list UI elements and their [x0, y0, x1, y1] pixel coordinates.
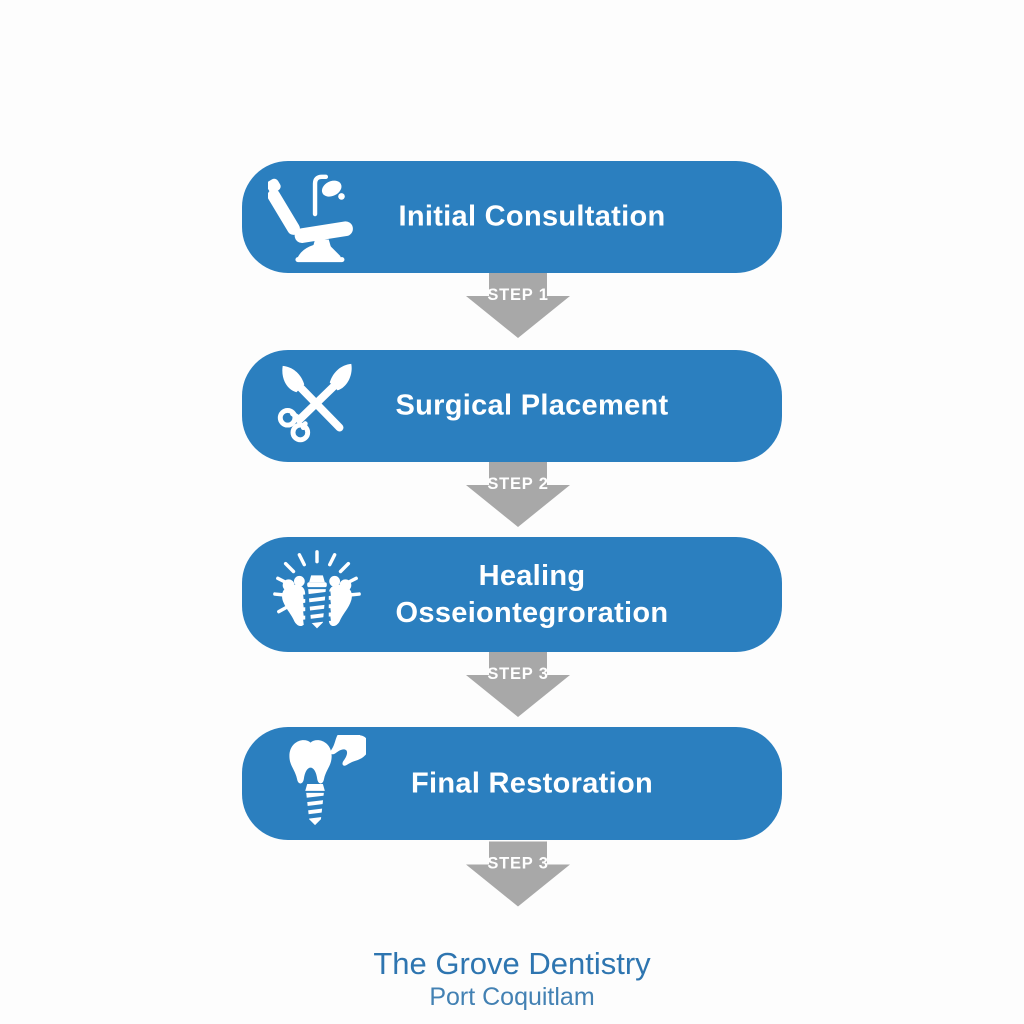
- dental-chair-icon: [268, 168, 366, 266]
- step-arrow-4: STEP 3: [466, 841, 570, 907]
- implant-crown-icon: [268, 734, 366, 833]
- step-arrow-1: STEP 1: [466, 273, 570, 338]
- step-banner-initial-consultation: Initial Consultation: [242, 161, 782, 273]
- implant-healing-icon: [268, 546, 366, 644]
- surgical-tools-icon: [268, 357, 366, 455]
- step-title: Healing Osseiontegroration: [242, 558, 782, 632]
- step-title: Surgical Placement: [395, 389, 669, 422]
- step-banner-healing: Healing Osseiontegroration: [242, 537, 782, 652]
- step-arrow-2: STEP 2: [466, 462, 570, 527]
- step-title: Initial Consultation: [398, 200, 666, 233]
- step-title: Final Restoration: [411, 767, 653, 799]
- step-banner-surgical-placement: Surgical Placement: [242, 350, 782, 462]
- step-title-line-1: Healing: [478, 559, 586, 592]
- step-arrow-label: STEP 3: [487, 665, 548, 683]
- footer: The Grove Dentistry Port Coquitlam: [0, 946, 1024, 1012]
- step-arrow-3: STEP 3: [466, 652, 570, 717]
- clinic-name: The Grove Dentistry: [373, 946, 651, 981]
- step-title-line-2: Osseiontegroration: [395, 596, 669, 629]
- clinic-location: Port Coquitlam: [429, 983, 595, 1011]
- step-arrow-label: STEP 1: [487, 286, 548, 304]
- step-arrow-label: STEP 3: [487, 855, 548, 873]
- step-arrow-label: STEP 2: [487, 475, 548, 493]
- step-banner-final-restoration: Final Restoration: [242, 727, 782, 840]
